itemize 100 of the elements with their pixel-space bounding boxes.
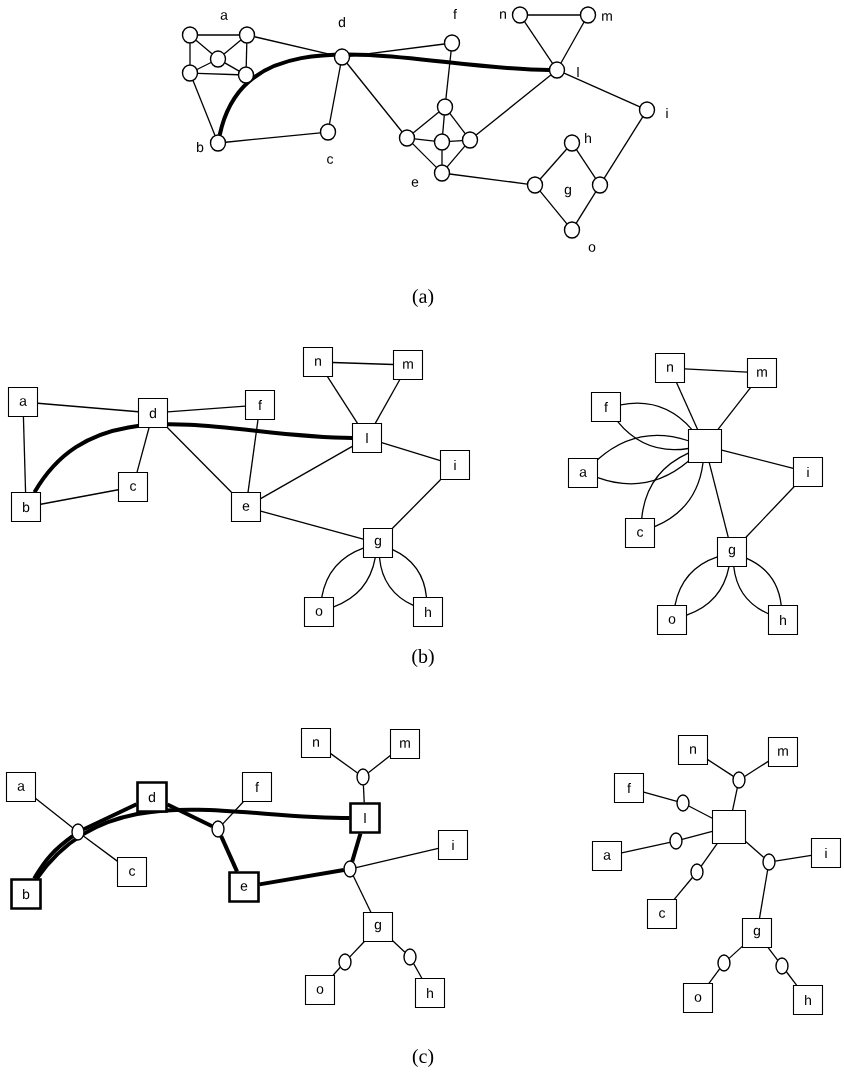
empty-box bbox=[687, 428, 723, 464]
edge-line bbox=[560, 21, 585, 64]
edge-line bbox=[219, 835, 239, 873]
edge-line bbox=[681, 830, 713, 841]
edge-line bbox=[743, 760, 769, 778]
edge-line bbox=[731, 787, 738, 811]
edge-line bbox=[392, 548, 428, 598]
vertex-circle bbox=[209, 50, 227, 68]
vertex-circle bbox=[238, 26, 256, 44]
edge-line bbox=[217, 52, 550, 136]
letter-box: a bbox=[591, 840, 623, 872]
edge-line bbox=[245, 42, 248, 68]
edge-line bbox=[166, 427, 233, 493]
letter-box: e bbox=[228, 871, 260, 903]
vertex-circle bbox=[436, 98, 454, 116]
edge-line bbox=[136, 427, 150, 473]
panel-caption: (c) bbox=[412, 1048, 434, 1068]
edge-line bbox=[603, 116, 644, 179]
edge-line bbox=[349, 941, 365, 958]
edge-line bbox=[224, 62, 240, 72]
vertex-label: l bbox=[577, 66, 579, 78]
vertex-circle bbox=[526, 176, 544, 194]
letter-box: c bbox=[624, 517, 656, 549]
letter-box: m bbox=[389, 728, 421, 760]
edge-line bbox=[413, 962, 423, 979]
edge-line bbox=[441, 149, 443, 166]
letter-box: o bbox=[303, 596, 335, 628]
edge-line bbox=[332, 361, 394, 366]
edge-line bbox=[412, 111, 440, 134]
edge-line bbox=[527, 14, 581, 16]
edge-line bbox=[166, 802, 214, 828]
edge-line bbox=[32, 422, 353, 494]
edge-line bbox=[733, 566, 769, 615]
panel-caption: (a) bbox=[412, 288, 434, 308]
vertex-label: b bbox=[197, 141, 204, 153]
edge-line bbox=[449, 173, 528, 185]
letter-box: i bbox=[437, 829, 469, 861]
edge-line bbox=[259, 868, 345, 887]
edge-line bbox=[362, 784, 365, 804]
edge-line bbox=[22, 416, 27, 493]
letter-box: o bbox=[682, 982, 714, 1014]
edge-line bbox=[707, 758, 735, 778]
letter-box: f bbox=[241, 771, 273, 803]
letter-box: g bbox=[362, 911, 394, 943]
edge-line bbox=[40, 489, 119, 505]
letter-box: d bbox=[137, 397, 169, 429]
edge-line bbox=[260, 445, 353, 500]
edge-line bbox=[445, 50, 452, 100]
edge-line bbox=[728, 945, 743, 959]
edge-line bbox=[673, 876, 694, 900]
edge-line bbox=[367, 754, 391, 774]
edge-line bbox=[192, 79, 216, 137]
vertex-label: d bbox=[338, 16, 345, 28]
edge-line bbox=[563, 72, 641, 108]
edge-line bbox=[326, 376, 359, 424]
edge-line bbox=[785, 971, 798, 986]
edge-line bbox=[449, 112, 466, 135]
edge-line bbox=[167, 405, 246, 413]
vertex-label: m bbox=[602, 13, 612, 21]
letter-box: g bbox=[741, 917, 773, 949]
edge-line bbox=[774, 854, 812, 862]
edge-line bbox=[378, 557, 414, 607]
edge-line bbox=[32, 834, 74, 880]
edge-line bbox=[643, 791, 678, 802]
vertex-label: i bbox=[666, 107, 668, 119]
letter-box: o bbox=[656, 604, 688, 636]
edge-line bbox=[686, 566, 730, 616]
edge-line bbox=[260, 510, 364, 540]
letter-box: i bbox=[792, 456, 824, 488]
letter-box: h bbox=[412, 596, 444, 628]
edge-line bbox=[330, 753, 359, 774]
vertex-circle bbox=[433, 133, 451, 151]
vertex-circle bbox=[461, 131, 479, 149]
edge-line bbox=[684, 368, 748, 373]
edge-line bbox=[708, 462, 729, 538]
letter-box: i bbox=[810, 837, 842, 869]
letter-box: m bbox=[767, 736, 799, 768]
edge-line bbox=[621, 841, 671, 854]
edge-line bbox=[597, 434, 689, 461]
edge-line bbox=[37, 402, 139, 413]
edge-line bbox=[346, 62, 403, 133]
vertex-label: n bbox=[500, 11, 506, 19]
vertex-label: c bbox=[327, 156, 334, 164]
edge-line bbox=[717, 387, 752, 430]
letter-box: n bbox=[677, 734, 709, 766]
letter-box: e bbox=[230, 491, 262, 523]
vertex-circle bbox=[591, 176, 609, 194]
letter-box: c bbox=[646, 898, 678, 930]
vertex-label: g bbox=[564, 186, 571, 198]
letter-box: m bbox=[392, 349, 424, 381]
letter-box: d bbox=[136, 781, 168, 813]
edge-line bbox=[350, 832, 363, 862]
edge-line bbox=[391, 479, 442, 529]
letter-box: g bbox=[716, 536, 748, 568]
letter-box: b bbox=[10, 491, 42, 523]
edge-line bbox=[721, 449, 794, 469]
edge-line bbox=[700, 843, 718, 867]
letter-box: h bbox=[414, 977, 446, 1009]
letter-box: m bbox=[746, 357, 778, 389]
letter-box: f bbox=[590, 391, 622, 423]
